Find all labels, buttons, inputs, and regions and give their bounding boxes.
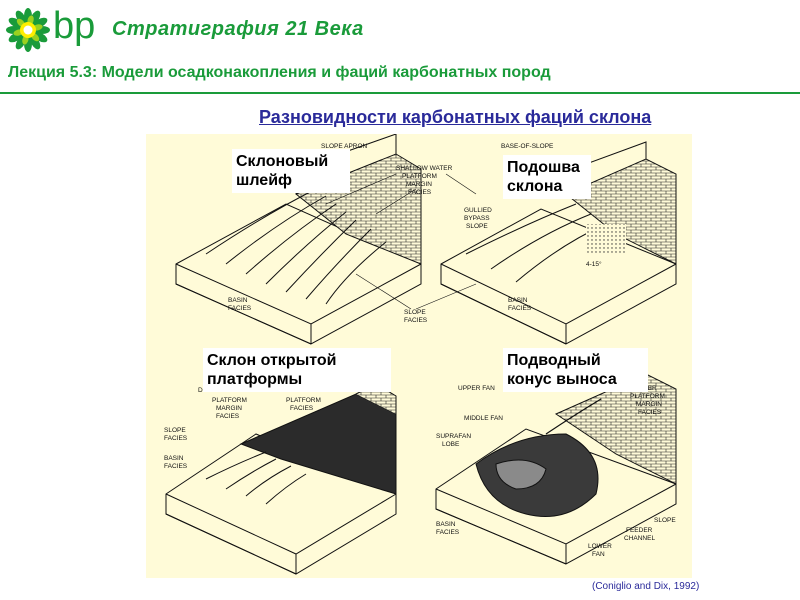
label-shallow-water: SHALLOW WATER (396, 165, 453, 172)
label-facies: FACIES (408, 189, 432, 196)
facies-diagram: SLOPE APRON BASE-OF-SLOPE SHALLOW WATER … (146, 134, 692, 578)
block-open-platform-slope (166, 384, 396, 574)
header-divider (0, 92, 800, 94)
label-slope-c-facies: FACIES (164, 435, 188, 442)
callout-base-of-slope: Подошва склона (503, 155, 591, 199)
label-middle-fan: MIDDLE FAN (464, 415, 503, 422)
label-facies-d: FACIES (638, 409, 662, 416)
label-lower: LOWER (588, 543, 612, 550)
label-feeder: FEEDER (626, 527, 653, 534)
callout-slope-apron: Склоновый шлейф (232, 149, 350, 193)
label-basin-a: BASIN (228, 297, 248, 304)
label-slope-facies: SLOPE (404, 309, 426, 316)
label-margin-d: MARGIN (636, 401, 662, 408)
label-basin-d: BASIN (436, 521, 456, 528)
label-platform-d: PLATFORM (630, 393, 665, 400)
label-margin-c: MARGIN (216, 405, 242, 412)
label-channel: CHANNEL (624, 535, 655, 542)
label-base-of-slope-title: BASE-OF-SLOPE (501, 143, 554, 150)
label-platform-c2: PLATFORM (286, 397, 321, 404)
label-fan: FAN (592, 551, 605, 558)
label-facies-c: FACIES (216, 413, 240, 420)
label-bypass: BYPASS (464, 215, 490, 222)
label-slope-d: SLOPE (654, 517, 676, 524)
label-bypass-slope: SLOPE (466, 223, 488, 230)
slide-heading: Разновидности карбонатных фаций склона (259, 107, 651, 128)
label-platform-c: PLATFORM (212, 397, 247, 404)
bp-helios-logo (6, 8, 50, 52)
bp-logo-text: bp (53, 4, 95, 48)
label-gullied: GULLIED (464, 207, 492, 214)
label-upper-fan: UPPER FAN (458, 385, 495, 392)
label-lobe: LOBE (442, 441, 460, 448)
label-slope-facies-2: FACIES (404, 317, 428, 324)
label-basin-b: BASIN (508, 297, 528, 304)
label-angle: 4-15° (586, 260, 602, 268)
label-basin-b-facies: FACIES (508, 305, 532, 312)
label-margin: MARGIN (406, 181, 432, 188)
label-suprafan: SUPRAFAN (436, 433, 471, 440)
label-basin-c: BASIN (164, 455, 184, 462)
label-slope-c: SLOPE (164, 427, 186, 434)
source-citation: (Coniglio and Dix, 1992) (592, 581, 699, 592)
lecture-title: Лекция 5.3: Модели осадконакопления и фа… (8, 64, 551, 82)
label-basin-c-facies: FACIES (164, 463, 188, 470)
label-facies-c2: FACIES (290, 405, 314, 412)
course-title: Стратиграфия 21 Века (112, 18, 364, 41)
callout-submarine-fan: Подводный конус выноса (503, 348, 648, 392)
label-basin-d-facies: FACIES (436, 529, 460, 536)
callout-open-platform-slope: Склон открытой платформы (203, 348, 391, 392)
label-platform: PLATFORM (402, 173, 437, 180)
label-basin-a-facies: FACIES (228, 305, 252, 312)
